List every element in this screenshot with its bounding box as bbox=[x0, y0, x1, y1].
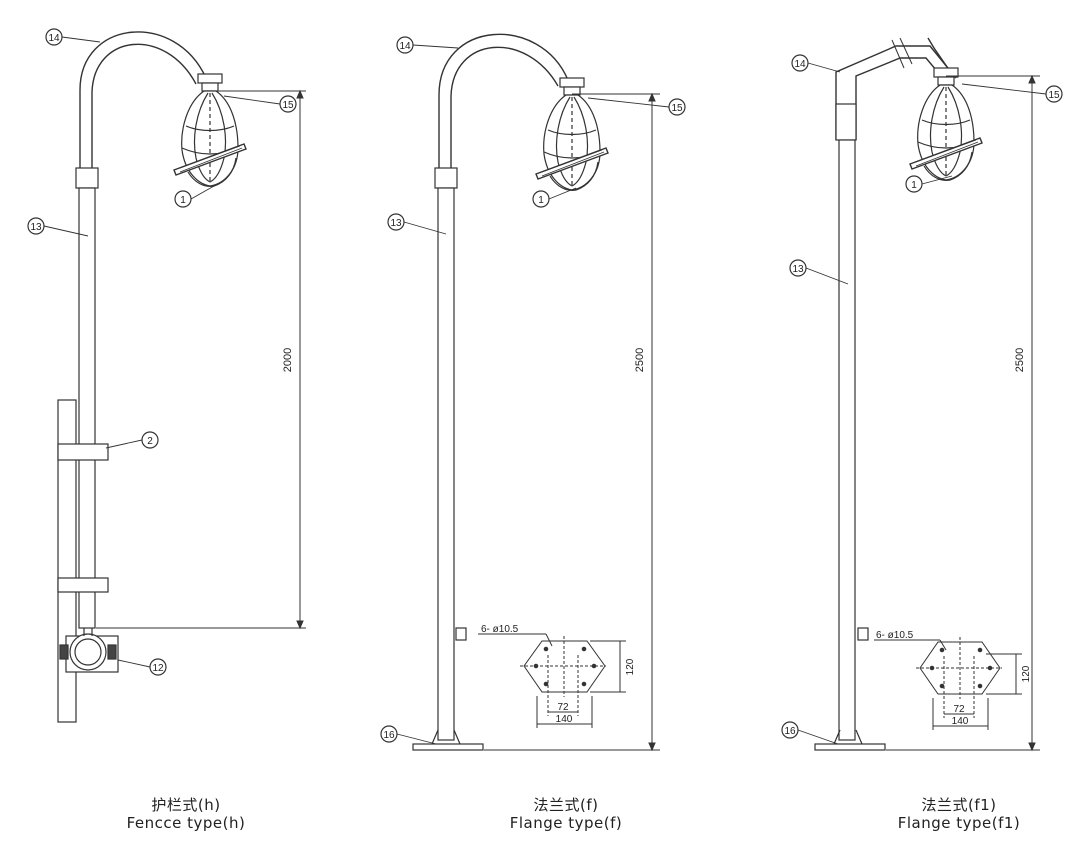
callout-label-15: 15 bbox=[1048, 90, 1060, 101]
callout-label-16: 16 bbox=[383, 730, 395, 741]
callout-15: 15 bbox=[961, 83, 1063, 103]
pole-coupling bbox=[434, 167, 458, 189]
caption-cn: 法兰式(f) bbox=[533, 796, 599, 814]
lamp-fixture-1 bbox=[535, 77, 609, 192]
base-flange-16 bbox=[814, 729, 886, 751]
pole-coupling bbox=[75, 167, 99, 189]
callout-label-14: 14 bbox=[48, 33, 60, 44]
callout-14: 14 bbox=[45, 28, 101, 46]
dimension-label-2000: 2000 bbox=[282, 348, 294, 372]
flange-inner-label: 72 bbox=[557, 702, 569, 713]
flange-width-label: 140 bbox=[556, 714, 573, 725]
callout-label-16: 16 bbox=[784, 726, 796, 737]
caption-cn: 护栏式(h) bbox=[151, 796, 221, 814]
callout-label-1: 1 bbox=[911, 180, 917, 191]
dimension-2500 bbox=[484, 92, 660, 752]
base-flange-16 bbox=[412, 729, 484, 751]
flange-plan-detail bbox=[478, 633, 626, 728]
pole-13 bbox=[437, 187, 455, 741]
callout-label-13: 13 bbox=[30, 222, 42, 233]
callout-2: 2 bbox=[105, 431, 159, 449]
callout-1: 1 bbox=[174, 185, 215, 208]
callout-label-14: 14 bbox=[399, 41, 411, 52]
dimension-2500 bbox=[886, 74, 1040, 752]
callout-14: 14 bbox=[396, 36, 459, 54]
access-door bbox=[455, 627, 467, 641]
curved-arm-14 bbox=[438, 33, 569, 170]
flange-inner-label: 72 bbox=[953, 704, 965, 715]
flange-plan-detail bbox=[874, 637, 1022, 730]
dimension-label-2500: 2500 bbox=[1014, 348, 1026, 372]
caption-cn: 法兰式(f1) bbox=[921, 796, 997, 814]
flange-holes-label: 6- ø10.5 bbox=[481, 624, 519, 635]
callout-13: 13 bbox=[27, 217, 89, 237]
pole-13 bbox=[838, 139, 856, 741]
callout-16: 16 bbox=[380, 725, 437, 745]
callout-label-2: 2 bbox=[147, 436, 153, 447]
callout-1: 1 bbox=[532, 187, 577, 208]
access-door bbox=[857, 627, 869, 641]
dimension-2000 bbox=[96, 89, 306, 630]
panel-flange-type-f: 6- ø10.5 120 72 140 14 15 1 13 16 bbox=[380, 33, 686, 752]
caption-en: Flange type(f1) bbox=[897, 814, 1021, 832]
flange-height-label: 120 bbox=[625, 658, 636, 675]
caption-en: Flange type(f) bbox=[509, 814, 623, 832]
callout-13: 13 bbox=[789, 259, 849, 285]
flange-width-label: 140 bbox=[952, 716, 969, 727]
callout-16: 16 bbox=[781, 721, 839, 745]
callout-13: 13 bbox=[387, 213, 447, 235]
callout-label-15: 15 bbox=[282, 100, 294, 111]
callout-15: 15 bbox=[223, 95, 297, 113]
callout-1: 1 bbox=[905, 175, 953, 193]
caption-en: Fencce type(h) bbox=[126, 814, 246, 832]
callout-label-1: 1 bbox=[180, 195, 186, 206]
callout-label-12: 12 bbox=[152, 663, 164, 674]
callout-label-13: 13 bbox=[390, 218, 402, 229]
callout-12: 12 bbox=[117, 658, 167, 676]
junction-box-12 bbox=[59, 628, 119, 673]
flange-holes-label: 6- ø10.5 bbox=[876, 630, 914, 641]
callout-14: 14 bbox=[791, 54, 841, 73]
dimension-label-2500: 2500 bbox=[634, 348, 646, 372]
caption-flange-type-f: 法兰式(f) Flange type(f) bbox=[436, 796, 696, 832]
panel-fence-type: 14 15 1 13 2 12 bbox=[27, 28, 306, 723]
callout-15: 15 bbox=[587, 97, 686, 116]
pole-13 bbox=[78, 187, 96, 629]
caption-fence-type: 护栏式(h) Fencce type(h) bbox=[56, 796, 316, 832]
callout-label-1: 1 bbox=[538, 195, 544, 206]
callout-label-15: 15 bbox=[671, 103, 683, 114]
pole-coupling bbox=[835, 103, 857, 141]
curved-arm-14 bbox=[79, 31, 207, 170]
angled-arm-14 bbox=[835, 37, 957, 140]
flange-height-label: 120 bbox=[1021, 665, 1032, 682]
clamp-2 bbox=[57, 443, 109, 461]
caption-flange-type-f1: 法兰式(f1) Flange type(f1) bbox=[829, 796, 1089, 832]
callout-label-14: 14 bbox=[794, 59, 806, 70]
callout-label-13: 13 bbox=[792, 264, 804, 275]
panel-flange-type-f1: 6- ø10.5 120 72 140 14 15 1 13 16 bbox=[781, 37, 1063, 752]
clamp-lower bbox=[57, 577, 109, 593]
